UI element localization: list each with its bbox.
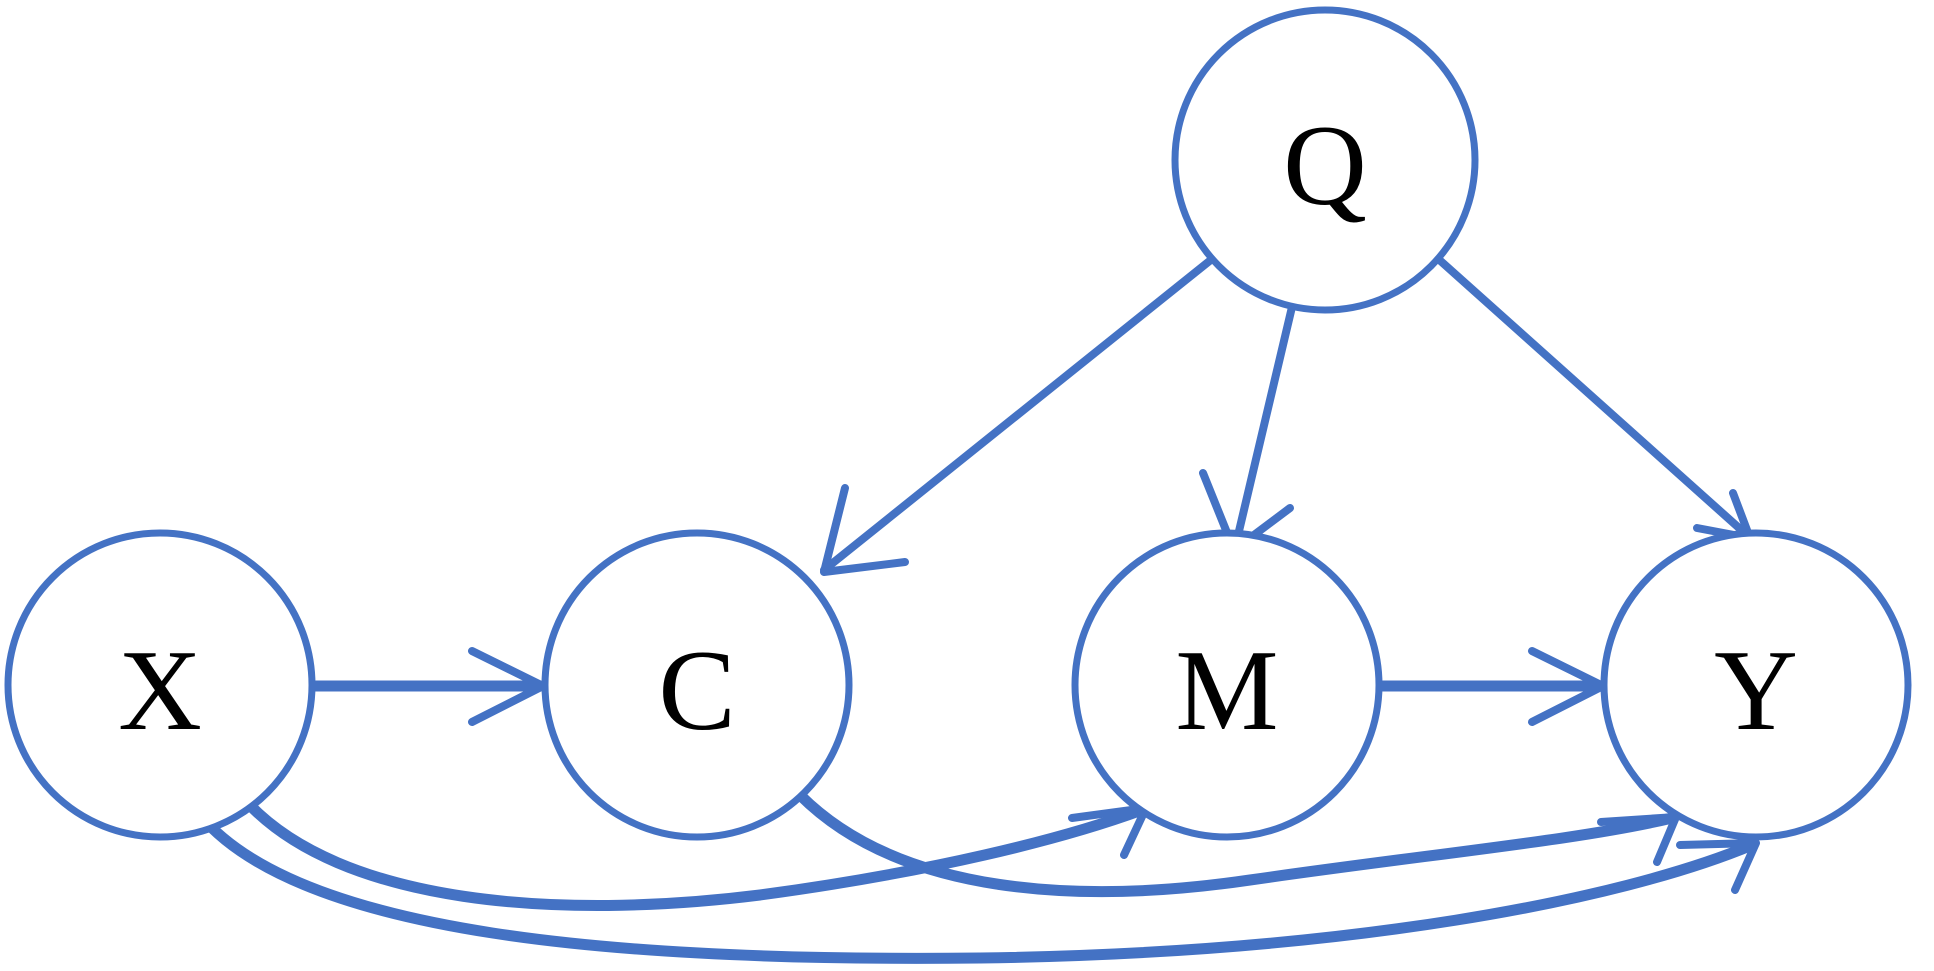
edge-q-to-c [820, 255, 1216, 576]
node-layer: X C M Y Q [4, 6, 1912, 841]
node-m-circle[interactable] [1071, 529, 1383, 841]
edge-c-to-y-arrowhead [1597, 813, 1680, 866]
edge-q-to-c-line [820, 255, 1216, 574]
node-m[interactable]: M [1071, 529, 1383, 841]
node-c-label: C [658, 627, 735, 755]
node-y-label: Y [1714, 627, 1798, 755]
edge-x-to-y-line [194, 809, 1758, 964]
edge-x-to-c-arrowhead [468, 647, 547, 726]
edge-x-to-m-line [239, 794, 1148, 911]
edge-m-to-y-arrowhead [1528, 647, 1607, 726]
node-c-circle[interactable] [541, 529, 853, 841]
edge-q-to-c-arrowhead [820, 484, 909, 576]
edge-c-to-y-line [794, 789, 1678, 898]
node-q-label: Q [1283, 102, 1367, 230]
edge-q-to-m [1199, 303, 1296, 554]
edge-q-to-y [1431, 252, 1754, 542]
node-x[interactable]: X [4, 529, 316, 841]
edge-c-to-y [794, 789, 1680, 898]
node-q[interactable]: Q [1171, 6, 1479, 314]
edge-x-to-m [239, 794, 1150, 911]
node-x-label: X [118, 627, 202, 755]
node-c[interactable]: C [541, 529, 853, 841]
node-m-label: M [1175, 627, 1278, 755]
edge-layer [194, 252, 1760, 964]
edge-x-to-c [306, 647, 547, 726]
edge-q-to-m-line [1231, 303, 1296, 552]
node-q-circle[interactable] [1171, 6, 1479, 314]
node-y[interactable]: Y [1600, 529, 1912, 841]
node-x-circle[interactable] [4, 529, 316, 841]
edge-q-to-y-line [1431, 252, 1752, 540]
edge-m-to-y [1373, 647, 1607, 726]
edge-x-to-y-arrowhead [1676, 839, 1760, 894]
edge-x-to-m-arrowhead [1068, 804, 1150, 859]
node-y-circle[interactable] [1600, 529, 1912, 841]
edge-x-to-y [194, 809, 1760, 964]
